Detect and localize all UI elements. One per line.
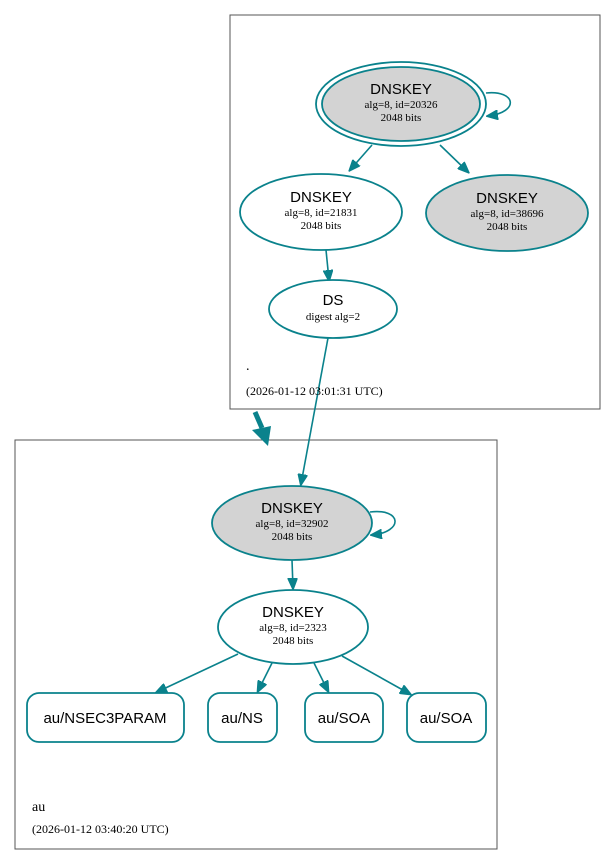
edge-au-ksk-self: [370, 510, 396, 535]
node-type: DNSKEY: [370, 81, 432, 98]
ds-node: DS digest alg=2: [268, 279, 398, 339]
rrset-node-soa-2: au/SOA: [406, 692, 487, 743]
dnskey-node-21831: DNSKEY alg=8, id=21831 2048 bits: [239, 173, 403, 251]
edge-zsk-to-soa-2: [341, 655, 410, 694]
edge-ksk-self: [486, 92, 512, 116]
zone-au-timestamp: (2026-01-12 03:40:20 UTC): [32, 822, 169, 836]
rrset-label: au/NS: [221, 710, 263, 727]
node-detail: alg=8, id=32902: [256, 518, 329, 530]
rrset-label: au/NSEC3PARAM: [43, 710, 166, 727]
edge-ksk-to-zsk: [350, 144, 373, 170]
rrset-node-nsec3param: au/NSEC3PARAM: [26, 692, 185, 743]
node-detail: alg=8, id=20326: [365, 99, 438, 111]
rrset-node-soa-1: au/SOA: [304, 692, 384, 743]
zone-au-label: au: [32, 800, 45, 815]
node-bits: 2048 bits: [273, 635, 314, 647]
node-detail: alg=8, id=38696: [471, 208, 544, 220]
edge-zsk-to-ds: [326, 249, 329, 280]
zone-root-box: [229, 14, 601, 410]
edge-zsk-to-ns: [258, 662, 273, 691]
rrset-label: au/SOA: [420, 710, 473, 727]
dnskey-node-38696: DNSKEY alg=8, id=38696 2048 bits: [425, 174, 589, 252]
node-detail: alg=8, id=21831: [285, 207, 358, 219]
delegation-arrow: [252, 410, 271, 446]
edge-au-ksk-to-zsk: [292, 559, 293, 588]
rrset-label: au/SOA: [318, 710, 371, 727]
node-bits: 2048 bits: [301, 220, 342, 232]
zone-root-label: .: [246, 359, 250, 374]
zone-au-box: [14, 439, 498, 850]
dnskey-node-2323: DNSKEY alg=8, id=2323 2048 bits: [217, 589, 369, 665]
node-type: DNSKEY: [290, 189, 352, 206]
edge-zsk-to-soa-1: [313, 662, 328, 691]
node-bits: 2048 bits: [381, 112, 422, 124]
zone-root-timestamp: (2026-01-12 03:01:31 UTC): [246, 384, 383, 398]
node-detail: alg=8, id=2323: [259, 622, 327, 634]
edge-zsk-to-nsec3param: [157, 653, 239, 692]
node-type: DS: [323, 292, 344, 309]
node-type: DNSKEY: [476, 190, 538, 207]
node-type: DNSKEY: [262, 604, 324, 621]
edge-ksk-to-key3: [439, 144, 468, 172]
node-bits: 2048 bits: [487, 221, 528, 233]
edge-ds-to-au-ksk: [301, 337, 329, 484]
dnskey-node-32902: DNSKEY alg=8, id=32902 2048 bits: [211, 485, 373, 561]
rrset-node-ns: au/NS: [207, 692, 278, 743]
node-type: DNSKEY: [261, 500, 323, 517]
dnskey-node-20326: DNSKEY alg=8, id=20326 2048 bits: [315, 61, 487, 147]
node-detail: digest alg=2: [306, 311, 360, 323]
node-bits: 2048 bits: [272, 531, 313, 543]
